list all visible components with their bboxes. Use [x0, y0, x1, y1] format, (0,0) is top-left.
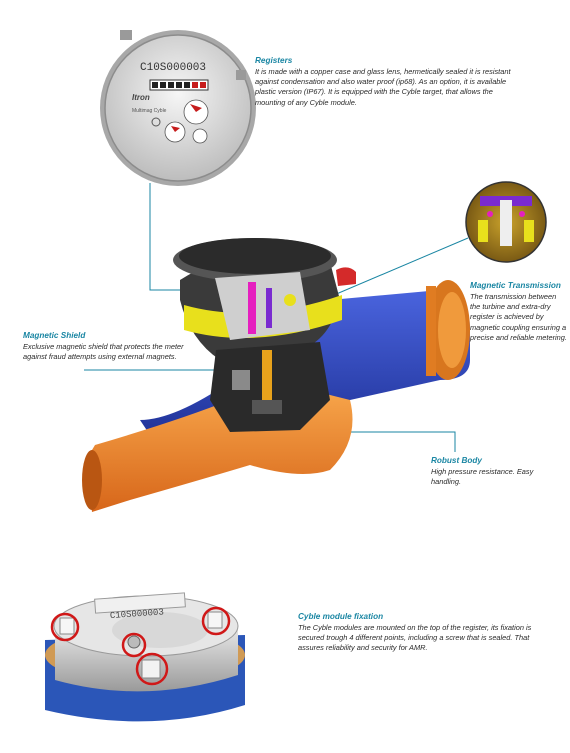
cyble-fixation-title: Cyble module fixation [298, 612, 384, 621]
water-meter-cutaway [82, 238, 470, 512]
robust-body-description: High pressure resistance. Easy handling. [431, 467, 534, 487]
register-model: Multimag Cyble [132, 108, 167, 114]
magnetic-transmission-description: The transmission between the turbine and… [470, 292, 567, 342]
magnetic-transmission-detail [465, 181, 547, 263]
registers-title: Registers [255, 56, 293, 65]
register-brand: Itron [132, 93, 150, 102]
fixation-marker-right [201, 606, 231, 636]
cyble-fixation-description: The Cyble modules are mounted on the top… [298, 623, 532, 653]
fixation-point-markers [50, 606, 231, 686]
registers-description: It is made with a copper case and glass … [255, 67, 511, 107]
cyble-serial: C10S000003 [110, 607, 165, 621]
register-serial: C10S000003 [140, 62, 206, 74]
robust-body-title: Robust Body [431, 456, 482, 465]
fixation-marker-front [135, 652, 169, 686]
magnetic-shield-title: Magnetic Shield [23, 331, 86, 340]
magnetic-shield-description: Exclusive magnetic shield that protects … [23, 342, 184, 362]
magnetic-transmission-title: Magnetic Transmission [470, 281, 561, 290]
fixation-marker-left [50, 612, 80, 642]
fixation-marker-screw [121, 632, 147, 658]
register-dial-image: C10S000003 Itron Multimag Cyble [100, 30, 256, 186]
